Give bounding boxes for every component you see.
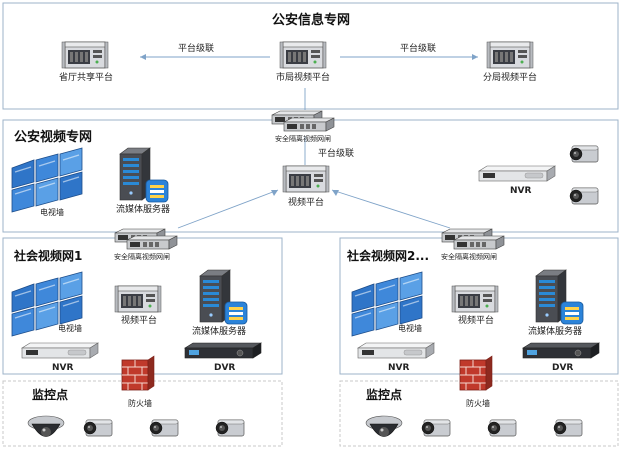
monitor-point-1-frame [2,380,283,447]
mp2-dome-camera-icon [365,415,403,438]
s2-dvr-icon [522,342,600,359]
s2-nvr-label: NVR [388,363,410,373]
mp1-box-camera-icon-1 [83,419,113,437]
info-network-title: 公安信息专网 [272,13,351,28]
mp1-box-camera-icon-2 [149,419,179,437]
s1-tv-wall-label: 电视墙 [58,324,82,333]
s1-firewall-icon [121,355,155,391]
gateway-top-label: 安全隔离视频网闸 [275,135,331,143]
monitor-point-1-title: 监控点 [32,388,69,402]
video-platform-icon [282,165,330,193]
cascade-right-label: 平台级联 [400,44,437,54]
s2-dvr-label: DVR [552,363,574,373]
s1-stream-badge-icon [224,301,248,325]
gateway-social-2-icon-2 [453,235,505,250]
video-platform-label: 视频平台 [288,198,325,208]
s1-firewall-label: 防火墙 [128,399,152,408]
camera-icon-v2 [569,187,599,205]
camera-icon-v1 [569,145,599,163]
s2-stream-server-label: 流媒体服务器 [528,327,583,337]
tv-wall-label: 电视墙 [40,208,64,217]
nvr-icon [478,165,556,182]
s2-video-platform-icon [451,285,499,313]
gateway-social-2-label: 安全隔离视频网闸 [441,253,497,261]
city-platform-icon [279,41,327,69]
cascade-left-label: 平台级联 [178,44,215,54]
s1-video-platform-label: 视频平台 [121,316,158,326]
mp2-box-camera-icon-1 [421,419,451,437]
s1-video-platform-icon [114,285,162,313]
s1-stream-server-label: 流媒体服务器 [192,327,247,337]
monitor-point-2-frame [339,380,619,447]
city-platform-label: 市局视频平台 [276,73,331,83]
link-platform-social1 [177,189,279,229]
s2-video-platform-label: 视频平台 [458,316,495,326]
tv-wall-icon [11,147,83,213]
mp2-box-camera-icon-3 [553,419,583,437]
branch-platform-label: 分局视频平台 [483,73,538,83]
stream-server-label: 流媒体服务器 [116,205,171,215]
stream-badge-icon [145,179,169,203]
social-network-2-title: 社会视频网2... [347,249,430,263]
gateway-social-1-label: 安全隔离视频网闸 [114,253,170,261]
gateway-top-icon-2 [283,117,335,132]
s1-nvr-label: NVR [52,363,74,373]
s2-stream-badge-icon [560,301,584,325]
video-network-title: 公安视频专网 [14,130,93,145]
s2-nvr-icon [357,342,435,359]
s1-dvr-label: DVR [214,363,236,373]
province-platform-label: 省厅共享平台 [59,73,114,83]
s2-firewall-label: 防火墙 [466,399,490,408]
cascade-mid-label: 平台级联 [318,149,355,159]
stream-server-icon [119,147,151,201]
s2-firewall-icon [459,355,493,391]
mp1-box-camera-icon-3 [215,419,245,437]
info-network-frame [2,2,619,110]
mp2-box-camera-icon-2 [487,419,517,437]
s2-tv-wall-label: 电视墙 [398,324,422,333]
branch-platform-icon [486,41,534,69]
province-platform-icon [61,41,109,69]
link-platform-social2 [331,189,451,229]
gateway-social-1-icon-2 [126,235,178,250]
social-network-1-title: 社会视频网1 [14,249,83,263]
s1-dvr-icon [184,342,262,359]
mp1-dome-camera-icon [27,415,65,438]
nvr-label: NVR [510,186,532,196]
monitor-point-2-title: 监控点 [366,388,403,402]
s1-nvr-icon [21,342,99,359]
